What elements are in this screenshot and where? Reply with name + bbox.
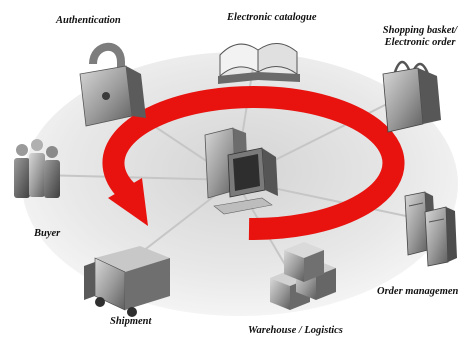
label-shopping-basket-line2: Electronic order [384,37,456,48]
people-group-icon [14,139,60,198]
open-book-icon [218,43,300,84]
label-authentication: Authentication [56,15,121,26]
label-shopping-basket-line1: Shopping basket/ [382,25,458,36]
delivery-truck-icon [84,246,170,317]
label-warehouse-logistics: Warehouse / Logistics [248,325,343,336]
label-electronic-catalogue: Electronic catalogue [227,12,317,23]
cycle-arrow-head [108,178,148,226]
shopping-bag-icon [382,60,441,133]
label-shipment: Shipment [110,316,152,327]
computer-workstation-icon [204,127,278,215]
server-towers-icon [404,191,457,267]
label-order-management: Order managemen [377,286,459,297]
cycle-arrow [102,86,405,241]
label-buyer: Buyer [34,228,61,239]
stacked-boxes-icon [270,242,336,310]
padlock-icon [79,42,146,127]
label-shopping-basket: Shopping basket/ Electronic order [378,25,462,49]
